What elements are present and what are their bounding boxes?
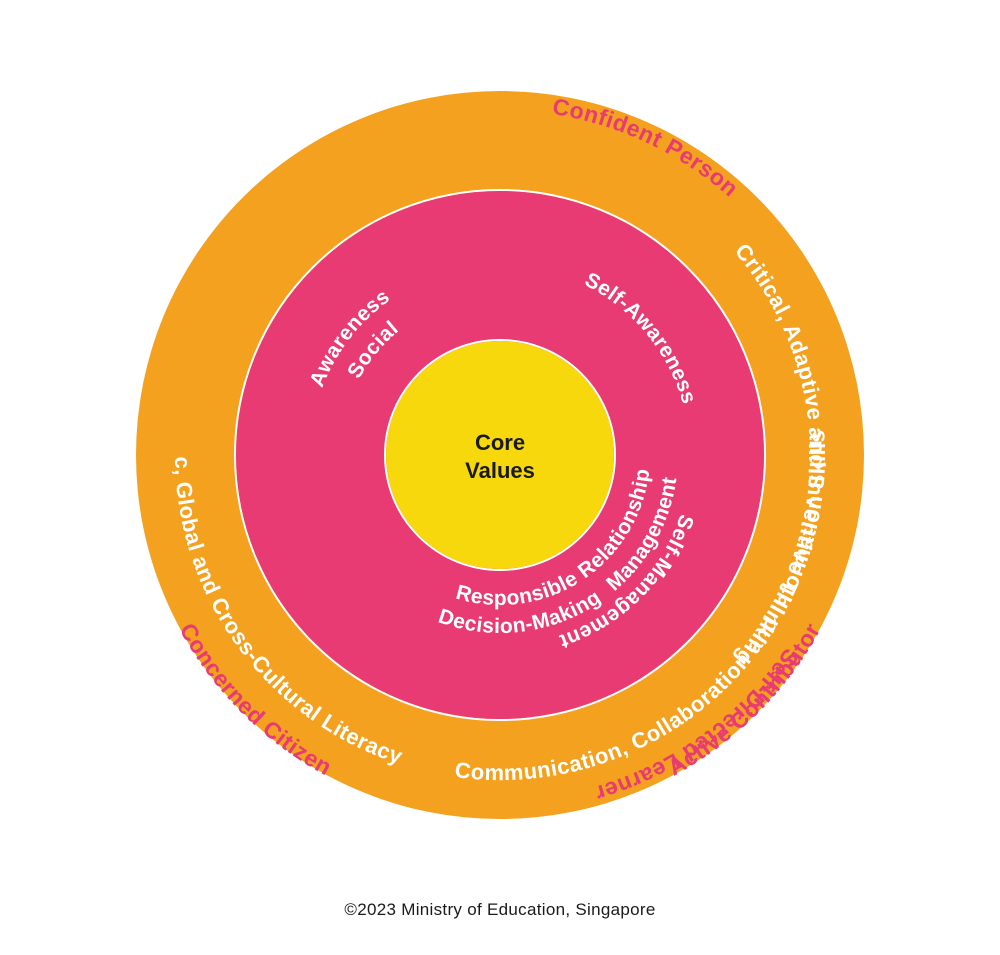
core-divider (384, 339, 616, 571)
core-circle (386, 341, 614, 569)
outer-ring-divider (234, 189, 766, 721)
core-label-line1: Core (475, 430, 525, 455)
core-label-line2: Values (465, 458, 535, 483)
copyright-notice: ©2023 Ministry of Education, Singapore (344, 900, 656, 919)
